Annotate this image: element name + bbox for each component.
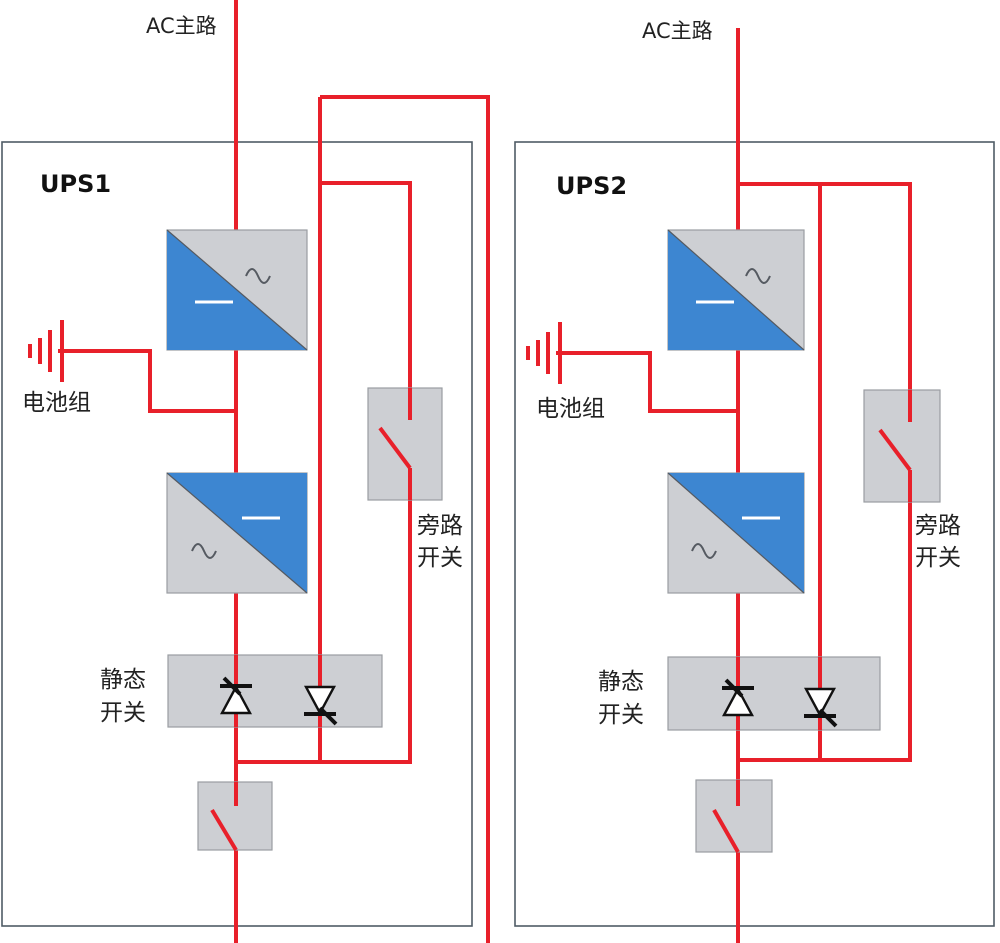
ups1-battery-wire <box>58 349 236 413</box>
ups2-static-switch <box>667 656 881 731</box>
ups2-bypass-top-wire <box>738 182 912 390</box>
switch-box <box>367 387 443 501</box>
shared-bypass-wire <box>320 95 490 943</box>
ups1-bypass-label-line2: 开关 <box>417 545 463 571</box>
ups2-title: UPS2 <box>556 172 627 200</box>
ups2-output-bus-wire <box>738 502 912 762</box>
ups1-static-label-line1: 静态 <box>100 667 146 693</box>
switch-box <box>863 389 941 503</box>
ups1-bypass-switch <box>367 387 443 501</box>
ups1-static-label-line2: 开关 <box>100 700 146 726</box>
thyristor-icon <box>219 684 253 715</box>
ups2-battery-label: 电池组 <box>536 396 605 422</box>
ups2-output-switch <box>695 779 773 853</box>
ups2-ac-main-label: AC主路 <box>642 19 713 43</box>
ups1-wiring <box>58 0 412 943</box>
static-switch-box <box>667 656 881 731</box>
ups1-title: UPS1 <box>40 170 111 198</box>
ups2-bypass-label-line2: 开关 <box>915 545 961 571</box>
ups1-maint-bypass-wire <box>320 181 412 388</box>
ups2-inverter <box>667 472 805 594</box>
ups1-battery-label: 电池组 <box>22 390 91 416</box>
ac-wave-icon <box>245 268 271 284</box>
ac-wave-icon <box>191 543 217 559</box>
ups1-output-switch <box>197 781 273 852</box>
ups1-bypass-label-line1: 旁路 <box>417 513 463 539</box>
ups2-battery-wire <box>556 351 738 413</box>
ups2-static-label-line1: 静态 <box>598 669 644 695</box>
ups1-rectifier <box>166 229 308 351</box>
thyristor-icon <box>721 686 755 717</box>
ups2-bypass-switch <box>863 389 941 503</box>
switch-box <box>695 779 773 853</box>
static-switch-box <box>167 654 383 728</box>
battery-icon <box>28 320 64 382</box>
ups1-inverter <box>166 472 308 594</box>
ups1-output-bus-wire <box>236 500 412 764</box>
thyristor-icon <box>803 687 837 718</box>
ac-wave-icon <box>691 543 717 559</box>
ups2-rectifier <box>667 229 805 351</box>
ups1-ac-main-label: AC主路 <box>146 14 217 38</box>
battery-icon <box>526 322 562 384</box>
ac-wave-icon <box>745 268 771 284</box>
ups2-bypass-label-line1: 旁路 <box>915 513 961 539</box>
ups2-static-label-line2: 开关 <box>598 702 644 728</box>
ups1-static-switch <box>167 654 383 728</box>
thyristor-icon <box>303 685 337 716</box>
ups2-wiring <box>556 28 912 943</box>
